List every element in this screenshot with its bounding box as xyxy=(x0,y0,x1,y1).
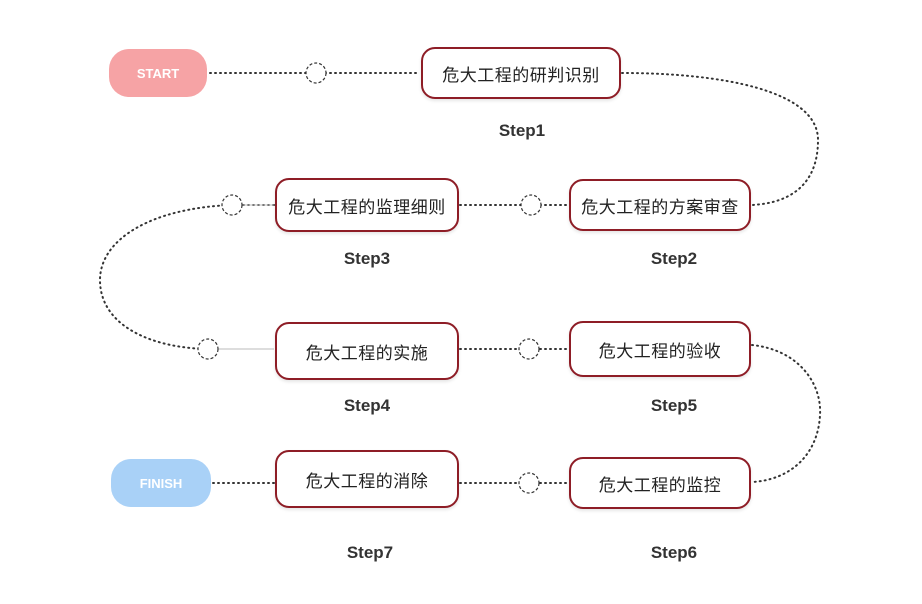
connector-circle xyxy=(305,62,327,84)
step5-label: Step5 xyxy=(650,396,698,415)
connector-circle xyxy=(197,338,219,360)
step6-box: 危大工程的监控 xyxy=(569,457,751,509)
connector xyxy=(751,344,822,483)
step4-box: 危大工程的实施 xyxy=(275,322,459,380)
step5-box: 危大工程的验收 xyxy=(569,321,751,377)
step3-label: Step3 xyxy=(343,249,391,268)
connector-circle xyxy=(520,194,542,216)
start-pill: START xyxy=(109,49,207,97)
connector-circle xyxy=(518,338,540,360)
step1-box: 危大工程的研判识别 xyxy=(421,47,621,99)
step1-label: Step1 xyxy=(498,121,546,140)
step7-label: Step7 xyxy=(346,543,394,562)
connector-circle xyxy=(518,472,540,494)
step7-box: 危大工程的消除 xyxy=(275,450,459,508)
step6-label: Step6 xyxy=(650,543,698,562)
finish-pill: FINISH xyxy=(111,459,211,507)
step2-box: 危大工程的方案审查 xyxy=(569,179,751,231)
step2-label: Step2 xyxy=(650,249,698,268)
step3-box: 危大工程的监理细则 xyxy=(275,178,459,232)
connector-circle xyxy=(221,194,243,216)
connector xyxy=(621,72,820,206)
connector xyxy=(98,204,275,350)
step4-label: Step4 xyxy=(343,396,391,415)
